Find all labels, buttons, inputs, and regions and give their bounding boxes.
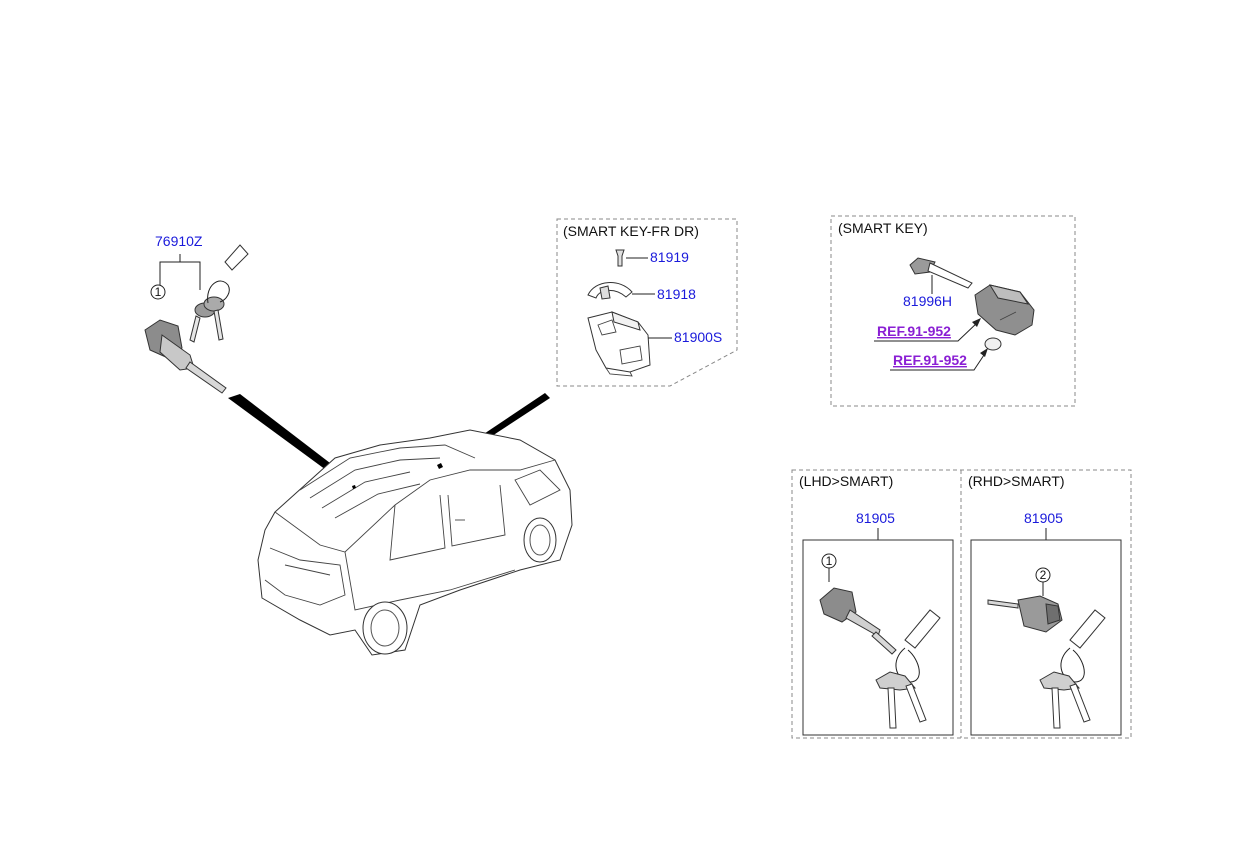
- caption-rhd-smart: (RHD>SMART): [968, 473, 1065, 489]
- leader-ref-fob: [874, 321, 979, 342]
- key-lock-set-group: 76910Z 1: [144, 233, 249, 394]
- smart-key-group: (SMART KEY) 81996H REF.91-952 REF.91-952: [830, 215, 1076, 407]
- part-number-81919[interactable]: 81919: [650, 249, 689, 265]
- callout-label-rhd-2: 2: [1040, 568, 1047, 582]
- lhd-lock-cylinder-drawing: [819, 587, 897, 655]
- ref-link-fob[interactable]: REF.91-952: [877, 323, 951, 339]
- pin-drawing: [615, 249, 625, 267]
- rhd-lock-cylinder-drawing: [987, 595, 1063, 633]
- lhd-keys-drawing: [875, 609, 941, 729]
- rhd-keys-drawing: [1039, 609, 1106, 729]
- part-number-81905-rhd[interactable]: 81905: [1024, 510, 1063, 526]
- blank-key-drawing: [909, 257, 973, 289]
- smart-key-fr-dr-frame: [556, 218, 738, 387]
- callout-circle-1: [150, 284, 166, 300]
- smart-key-fr-dr-group: (SMART KEY-FR DR) 81919 81918 81900S: [556, 218, 738, 387]
- lhd-panel: [802, 539, 954, 736]
- arrow-ref-battery: [980, 348, 988, 357]
- caption-smart-key: (SMART KEY): [838, 220, 928, 236]
- callout-label-1: 1: [155, 285, 162, 299]
- part-number-81900s[interactable]: 81900S: [674, 329, 722, 345]
- smart-lock-variants-group: (LHD>SMART) (RHD>SMART) 81905 81905 1 2: [791, 469, 1132, 739]
- smart-key-frame: [830, 215, 1076, 407]
- battery-drawing: [984, 337, 1002, 351]
- vehicle-drawing: [257, 429, 573, 656]
- caption-smart-key-fr-dr: (SMART KEY-FR DR): [563, 223, 699, 239]
- part-number-76910z[interactable]: 76910Z: [155, 233, 203, 249]
- ref-link-battery[interactable]: REF.91-952: [893, 352, 967, 368]
- leader-ref-battery: [890, 351, 987, 371]
- leader-bracket: [159, 261, 201, 290]
- keys-drawing: [189, 244, 249, 343]
- caption-lhd-smart: (LHD>SMART): [799, 473, 893, 489]
- handle-lock-drawing: [587, 311, 651, 377]
- smart-key-fob-drawing: [974, 284, 1035, 336]
- part-number-81918[interactable]: 81918: [657, 286, 696, 302]
- rhd-panel: [970, 539, 1122, 736]
- bracket-drawing: [587, 282, 633, 300]
- lock-cylinder-drawing: [144, 319, 227, 394]
- part-number-81996h[interactable]: 81996H: [903, 293, 952, 309]
- callout-label-lhd-1: 1: [826, 554, 833, 568]
- arrow-ref-fob: [972, 318, 981, 327]
- part-number-81905-lhd[interactable]: 81905: [856, 510, 895, 526]
